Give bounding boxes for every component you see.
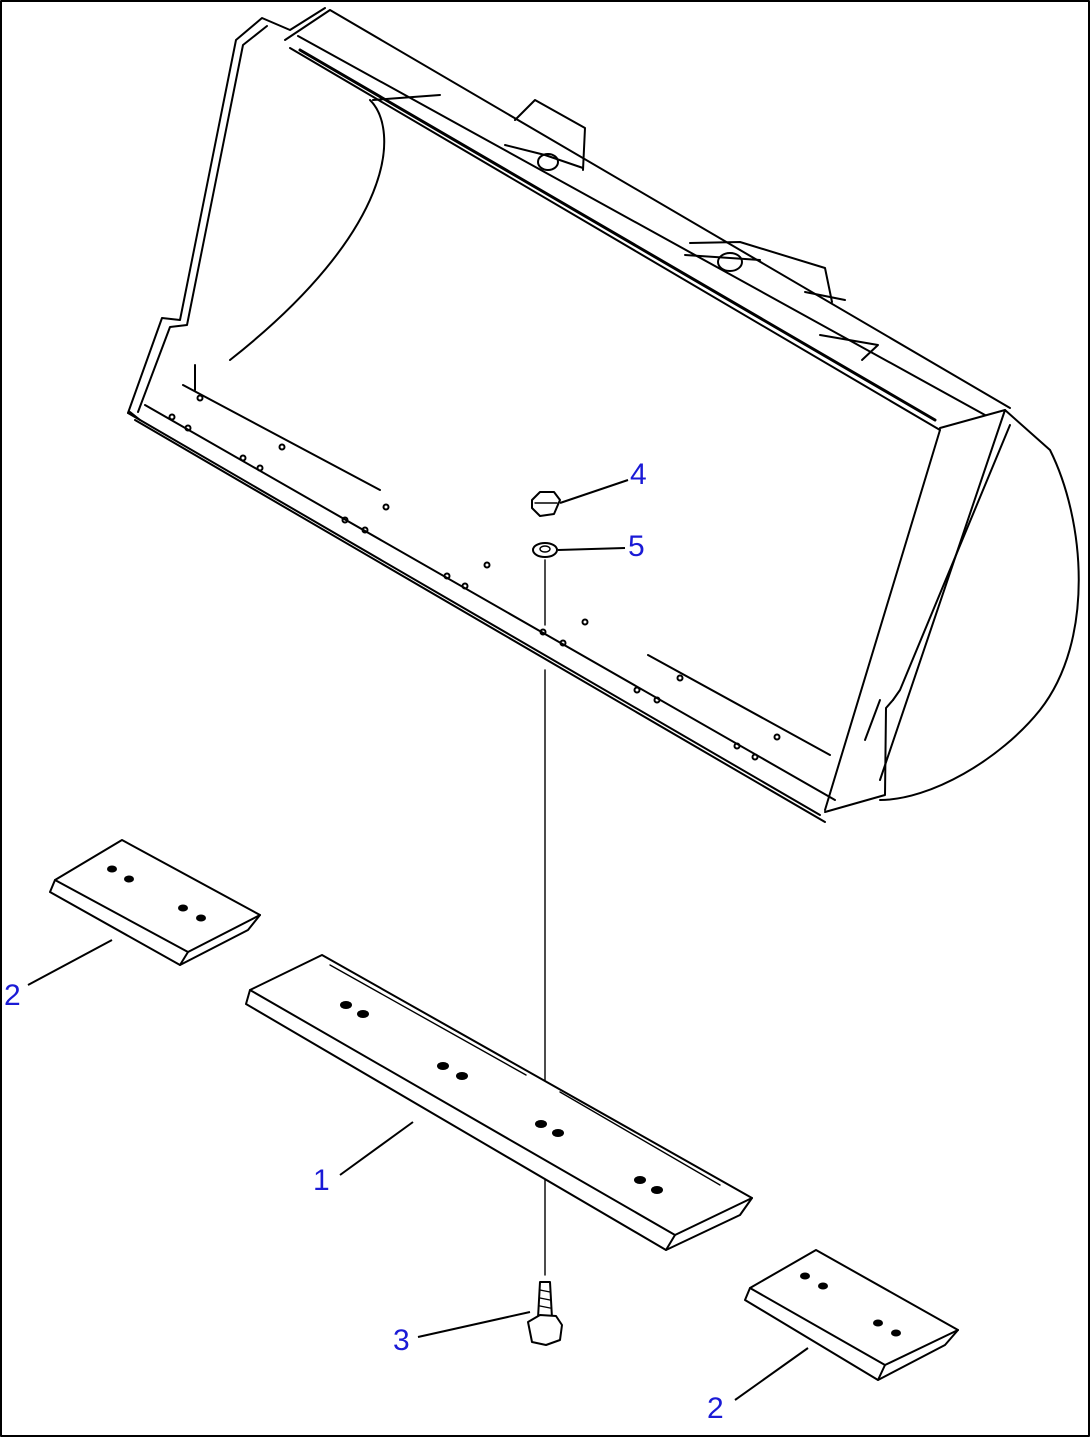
end-bit-left-part: [49, 839, 261, 966]
callout-3-label: 3: [393, 1324, 410, 1357]
callout-2b-label: 2: [707, 1392, 724, 1425]
washer-part: [532, 542, 558, 558]
bolt-part: [527, 1281, 563, 1346]
center-cutting-edge-part: [245, 954, 753, 1251]
callout-4-leader: [559, 479, 629, 504]
nut-part: [531, 491, 561, 517]
callout-2b-leader: [734, 1347, 809, 1401]
callout-5-label: 5: [628, 530, 645, 563]
callout-2a-label: 2: [4, 979, 21, 1012]
callout-4-label: 4: [630, 458, 647, 491]
callout-2a-leader: [27, 939, 113, 986]
bucket-lip-holes: [168, 394, 781, 761]
callout-1-label: 1: [313, 1164, 330, 1197]
bucket-illustration: [127, 7, 1080, 823]
callout-3-leader: [417, 1311, 531, 1338]
callout-5-leader: [557, 547, 626, 551]
end-bit-right-part: [744, 1249, 959, 1381]
callout-1-leader: [339, 1121, 414, 1176]
